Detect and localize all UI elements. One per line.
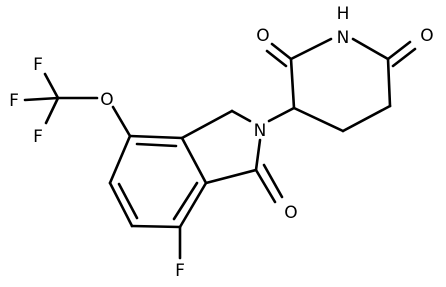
bond-glut-c6-o-2 bbox=[391, 47, 417, 68]
atom-label-o-ether: O bbox=[100, 90, 113, 110]
atom-label-n-imide: N bbox=[337, 28, 350, 48]
bond-glut-c3-c2 bbox=[289, 57, 296, 110]
bond-ring-c4-c5 bbox=[108, 134, 132, 185]
bond-co-c7a bbox=[204, 168, 258, 185]
bond-glut-c5-c4 bbox=[341, 104, 392, 133]
bond-cf3-f-left bbox=[23, 96, 60, 102]
bond-ring-c6-c7 bbox=[130, 224, 182, 229]
bond-n-co bbox=[254, 138, 262, 172]
atom-label-nh-imide-h: H bbox=[337, 4, 350, 24]
bond-lines bbox=[23, 37, 417, 260]
bond-ring-inner-2 bbox=[172, 181, 199, 221]
bond-ring-inner-1 bbox=[117, 182, 139, 220]
bond-c3a-ch2 bbox=[180, 109, 234, 140]
bond-o-aryl bbox=[111, 105, 132, 138]
bond-ring-c7-c7a bbox=[178, 181, 208, 229]
bond-ring-c7a-c3a bbox=[180, 136, 208, 185]
bond-glut-n-c6 bbox=[351, 37, 390, 61]
atom-labels: F F F O N O F O H N O bbox=[9, 4, 434, 281]
bond-glut-c4-c3 bbox=[292, 106, 345, 133]
atom-label-f-bottom: F bbox=[33, 127, 43, 147]
atom-label-n-isoindolinone: N bbox=[254, 121, 267, 141]
bond-glut-c2-o-2 bbox=[265, 49, 288, 68]
atom-label-f-left: F bbox=[9, 91, 19, 111]
bond-cf3-f-bottom bbox=[44, 96, 60, 125]
bond-glut-c6-c5 bbox=[386, 57, 392, 108]
bond-co-o-1 bbox=[254, 168, 277, 204]
bond-glut-c6-o-1 bbox=[386, 40, 412, 61]
bond-ring-c5-c6 bbox=[108, 181, 134, 228]
atom-label-f-top: F bbox=[33, 55, 43, 75]
bond-glut-c2-n bbox=[289, 37, 333, 61]
bond-co-o-2 bbox=[262, 163, 284, 199]
bond-ring-inner-3 bbox=[135, 142, 178, 148]
bond-cf3-f-top bbox=[43, 72, 60, 100]
atom-label-o-imide-left: O bbox=[256, 26, 269, 46]
atom-label-o-imide-right: O bbox=[420, 26, 433, 46]
bond-n-c3 bbox=[267, 106, 296, 123]
atom-label-o-lactam: O bbox=[284, 203, 297, 223]
bond-ring-c3a-c4 bbox=[128, 134, 184, 140]
bond-glut-c2-o-1 bbox=[270, 42, 293, 61]
atom-label-f-aryl: F bbox=[175, 261, 185, 281]
bond-ch2-n bbox=[230, 109, 252, 123]
